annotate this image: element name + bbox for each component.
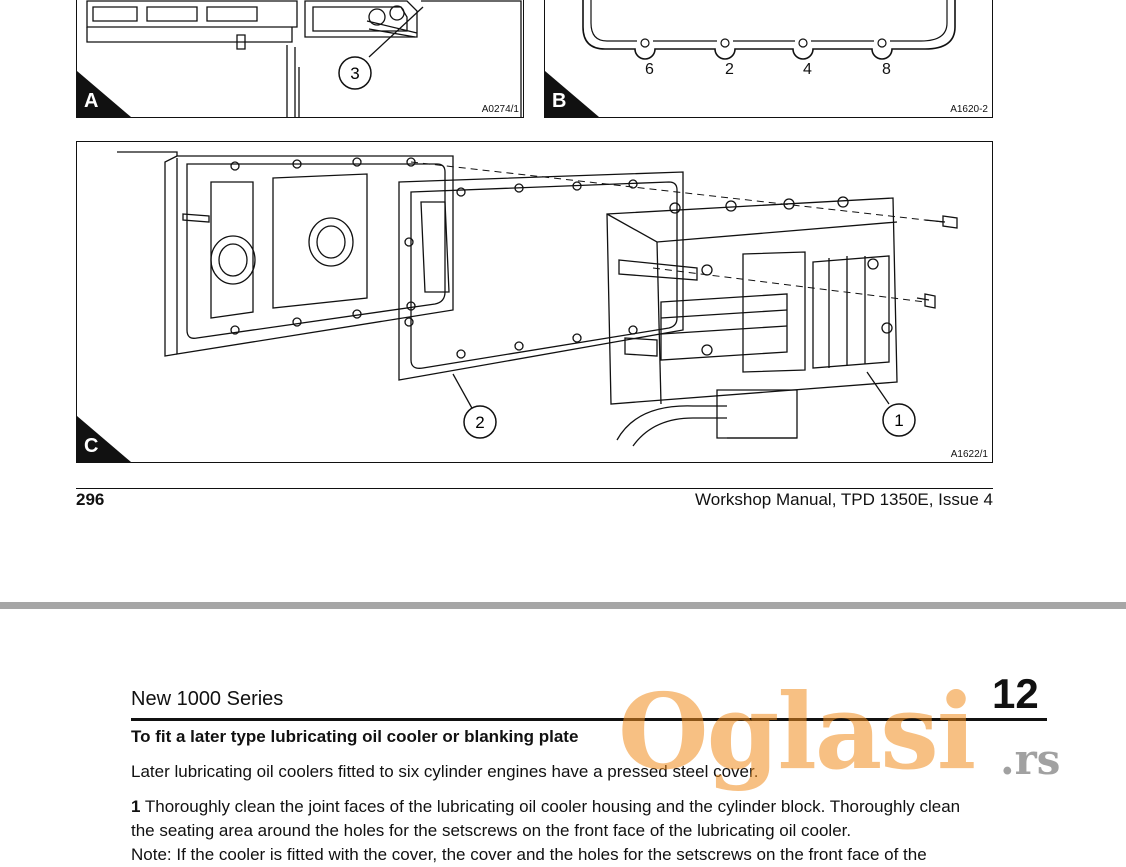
figure-b-corner-tab bbox=[545, 71, 599, 117]
figure-b-hole-number: 2 bbox=[725, 61, 734, 78]
cut-off-note: Note: If the cooler is fitted with the c… bbox=[131, 845, 927, 864]
figure-a: 3 A A0274/1 bbox=[76, 0, 524, 118]
step-1-paragraph: 1 Thoroughly clean the joint faces of th… bbox=[131, 795, 1047, 843]
figure-b-gasket-diagram bbox=[582, 0, 956, 60]
figure-b-letter: B bbox=[552, 90, 567, 112]
manual-title: Workshop Manual, TPD 1350E, Issue 4 bbox=[695, 490, 993, 509]
figure-c-callout-2: 2 bbox=[475, 413, 484, 432]
figure-b-ref: A1620-2 bbox=[950, 104, 988, 115]
figure-b-hole-number: 8 bbox=[882, 61, 891, 78]
figure-b-hole-number: 4 bbox=[803, 61, 812, 78]
figure-c: 2 1 C A1622/1 bbox=[76, 141, 993, 463]
figure-c-letter: C bbox=[84, 435, 99, 457]
step-1-line-2: the seating area around the holes for th… bbox=[131, 821, 852, 840]
intro-paragraph: Later lubricating oil coolers fitted to … bbox=[131, 762, 759, 781]
header-rule bbox=[131, 718, 1047, 721]
figure-a-letter: A bbox=[84, 90, 99, 112]
watermark-logo: Oglasi bbox=[618, 670, 976, 793]
watermark-suffix: .rs bbox=[1000, 735, 1061, 784]
figure-a-ref: A0274/1 bbox=[481, 104, 519, 115]
step-1-line-1: Thoroughly clean the joint faces of the … bbox=[144, 797, 961, 816]
step-1-number: 1 bbox=[131, 797, 141, 816]
section-heading: To fit a later type lubricating oil cool… bbox=[131, 727, 579, 746]
page-separator bbox=[0, 602, 1126, 609]
figure-c-corner-tab bbox=[77, 416, 131, 462]
footer-rule bbox=[76, 488, 993, 489]
figure-a-callout-3: 3 bbox=[350, 64, 359, 83]
figure-c-ref: A1622/1 bbox=[950, 449, 988, 460]
figure-a-corner-tab bbox=[77, 71, 131, 117]
figure-a-drawing: 3 bbox=[86, 0, 522, 117]
figure-c-callout-1: 1 bbox=[894, 411, 903, 430]
figure-c-exploded-view: 2 1 bbox=[117, 151, 958, 447]
page-number: 296 bbox=[76, 490, 105, 509]
series-title: New 1000 Series bbox=[131, 688, 284, 710]
figure-b-hole-number: 6 bbox=[645, 61, 654, 78]
figure-b: 6 2 4 8 B A1620-2 bbox=[544, 0, 993, 118]
chapter-number: 12 bbox=[992, 670, 1039, 717]
